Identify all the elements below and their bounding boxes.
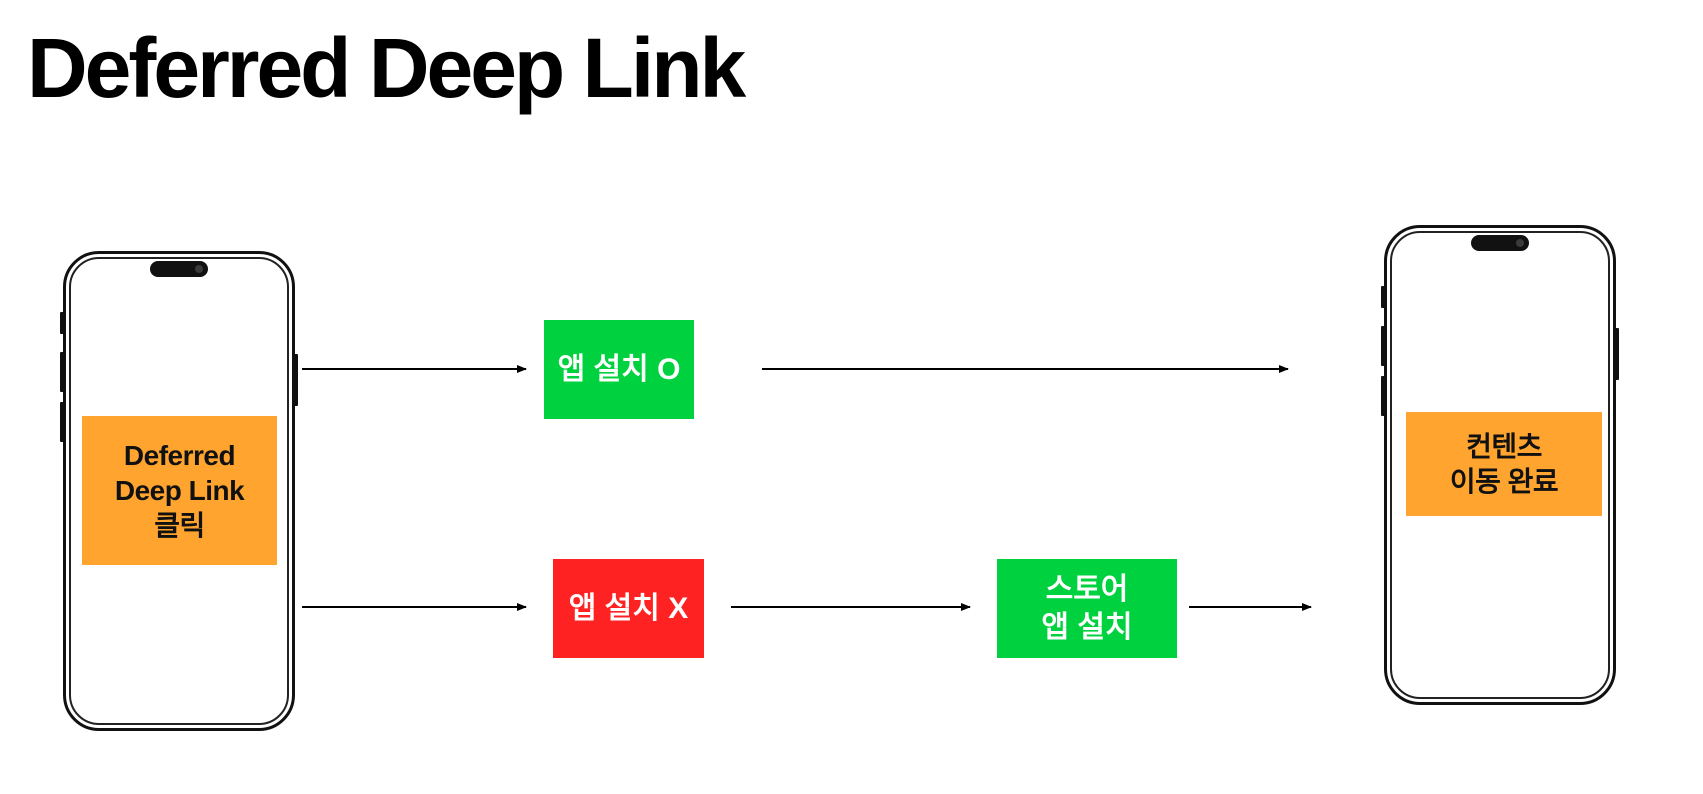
app-installed-box: 앱 설치 O (544, 320, 694, 419)
page-title: Deferred Deep Link (27, 21, 746, 115)
phone-notch (150, 261, 208, 277)
box-label: 클릭 (154, 510, 205, 541)
box-label: 앱 설치 (1041, 610, 1133, 644)
box-label: 이동 완료 (1449, 466, 1559, 497)
app-not-installed-box: 앱 설치 X (553, 559, 704, 658)
box-label: Deep Link (114, 475, 245, 506)
store-app-install-box: 스토어 앱 설치 (997, 559, 1177, 658)
box-label: 컨텐츠 (1466, 431, 1542, 462)
deferred-deep-link-click-box: Deferred Deep Link 클릭 (82, 416, 277, 565)
content-navigation-complete-box: 컨텐츠 이동 완료 (1406, 412, 1602, 516)
box-label: Deferred (123, 440, 236, 471)
phone-notch (1471, 235, 1529, 251)
box-label: 앱 설치 X (568, 591, 689, 625)
box-label: 앱 설치 O (557, 352, 681, 386)
box-label: 스토어 (1045, 573, 1129, 606)
